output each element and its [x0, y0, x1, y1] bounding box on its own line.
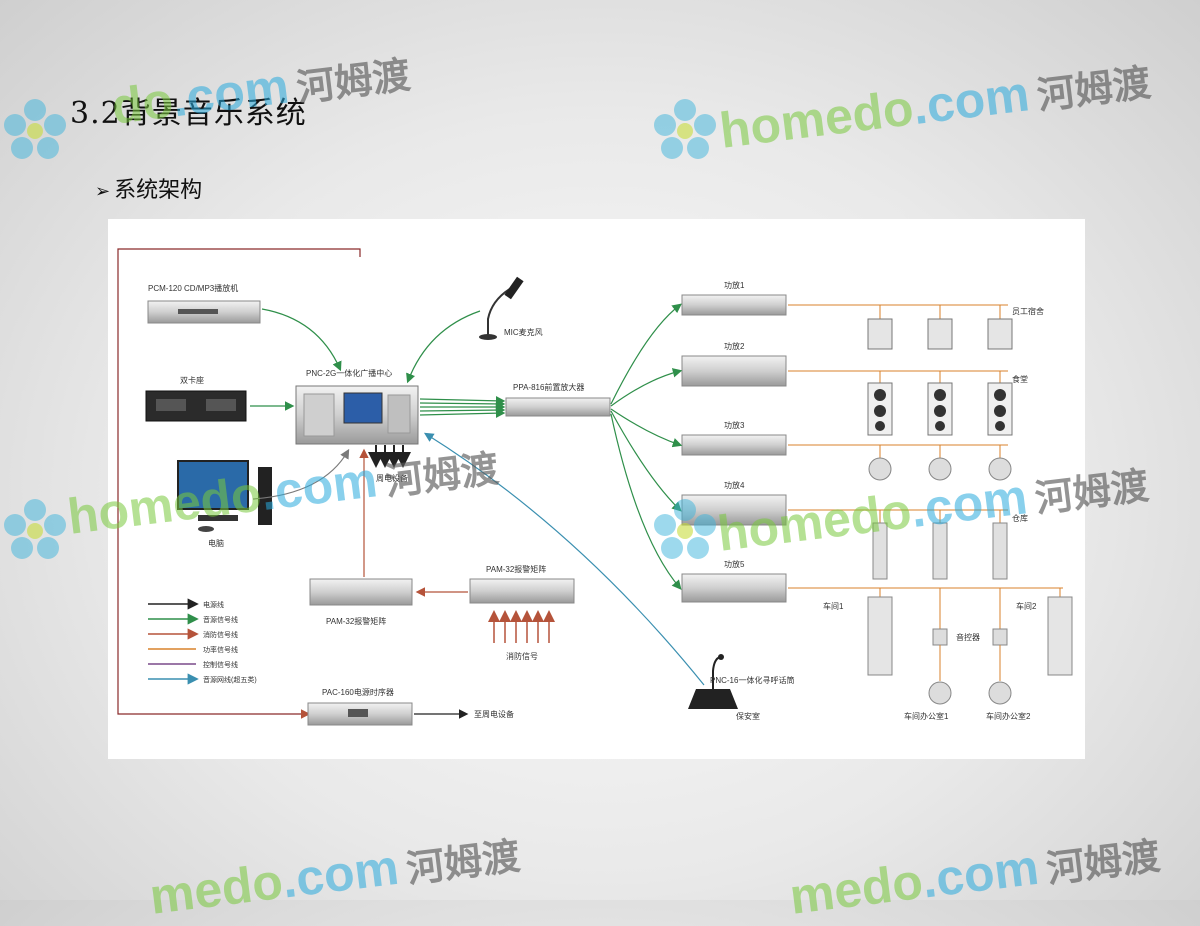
zone-ceiling	[788, 444, 1012, 481]
diagram-svg: PCM-120 CD/MP3播放机 双卡座 电脑 PNC-2G一体化广播中心 M…	[117, 248, 1073, 726]
svg-text:电源线: 电源线	[203, 600, 224, 609]
watermark: medo.com河姆渡	[146, 835, 523, 925]
legend-item: 音源网线(超五类)	[148, 673, 257, 685]
canteen-label: 食堂	[1012, 374, 1028, 384]
computer: 电脑	[177, 460, 272, 548]
svg-text:功放5: 功放5	[724, 559, 745, 569]
alarm-left-label: PAM-32报警矩阵	[326, 616, 386, 626]
svg-text:功放2: 功放2	[724, 341, 745, 351]
dual-deck: 双卡座	[145, 375, 247, 422]
cd-player-label: PCM-120 CD/MP3播放机	[148, 283, 238, 293]
mic-label: MIC麦克风	[504, 327, 543, 337]
svg-text:功放1: 功放1	[724, 280, 745, 290]
bullet-item: ➢系统架构	[95, 172, 202, 204]
zone-dorm: 员工宿舍	[788, 304, 1044, 350]
svg-text:音源信号线: 音源信号线	[203, 615, 238, 624]
svg-text:控制信号线: 控制信号线	[203, 660, 238, 669]
alarm-matrix-left: PAM-32报警矩阵	[309, 578, 413, 626]
legend-item: 控制信号线	[148, 660, 238, 669]
flower-logo-icon	[4, 99, 66, 159]
alarm-matrix-right: PAM-32报警矩阵	[469, 564, 575, 604]
cd-to-center-line	[261, 308, 342, 372]
legend-item: 功率信号线	[148, 645, 238, 654]
watermark: homedo.com河姆渡	[716, 62, 1154, 159]
pc-to-center-line	[252, 448, 350, 500]
broadcast-center: PNC-2G一体化广播中心	[295, 368, 419, 445]
fire-signal-arrows: 消防信号	[488, 610, 555, 661]
preamp-to-amps	[610, 303, 683, 590]
system-diagram: PCM-120 CD/MP3播放机 双卡座 电脑 PNC-2G一体化广播中心 M…	[108, 219, 1085, 759]
volume-label: 音控器	[956, 632, 980, 642]
mic: MIC麦克风	[479, 276, 543, 340]
svg-text:音源网线(超五类): 音源网线(超五类)	[203, 675, 257, 684]
flower-logo-icon	[654, 99, 716, 159]
computer-label: 电脑	[208, 538, 224, 548]
bullet-label: 系统架构	[114, 178, 203, 203]
watermark: medo.com河姆渡	[786, 835, 1163, 925]
legend-item: 音源信号线	[148, 613, 238, 625]
workshop1-label: 车间1	[823, 601, 844, 611]
amp-2: 功放2	[681, 341, 787, 387]
preamp-label: PPA-816前置放大器	[513, 382, 584, 392]
aux-label: 周电设备	[376, 473, 408, 483]
mic-to-center-line	[406, 310, 481, 384]
paging-label: PNC-16一体化寻呼话筒	[710, 675, 794, 685]
arrow-bullet-icon: ➢	[95, 181, 111, 202]
sequencer-label: PAC-160电源时序器	[322, 687, 394, 697]
warehouse-label: 仓库	[1012, 513, 1028, 523]
sequencer: PAC-160电源时序器	[307, 687, 413, 726]
amp-1: 功放1	[681, 280, 787, 316]
dual-deck-label: 双卡座	[180, 375, 204, 385]
fire-signal-label: 消防信号	[506, 651, 538, 661]
center-label: PNC-2G一体化广播中心	[306, 368, 392, 378]
page-title: 3.2背景音乐系统	[70, 96, 307, 131]
office1-label: 车间办公室1	[904, 711, 949, 721]
amp-3: 功放3	[681, 420, 787, 456]
preamp: PPA-816前置放大器	[505, 382, 611, 417]
legend: 电源线 音源信号线 消防信号线 功率信号线 控制信号线 音源网线(超五类)	[148, 598, 257, 685]
zone-workshop: 车间1 车间2 音控器 车间办公室1 车间办公室2	[788, 587, 1073, 721]
svg-text:功率信号线: 功率信号线	[203, 645, 238, 654]
svg-text:功放3: 功放3	[724, 420, 745, 430]
aux-outputs: 周电设备	[368, 445, 411, 483]
security-label: 保安室	[736, 711, 760, 721]
power-loop-line	[117, 248, 361, 719]
legend-item: 电源线	[148, 598, 224, 610]
paging-to-center-line	[423, 432, 705, 686]
svg-text:功放4: 功放4	[724, 480, 745, 490]
zone-warehouse: 仓库	[788, 509, 1028, 580]
dorm-label: 员工宿舍	[1012, 306, 1044, 316]
paging-mic: PNC-16一体化寻呼话筒 保安室	[688, 654, 794, 721]
zone-canteen: 食堂	[788, 370, 1028, 436]
flower-logo-icon	[4, 499, 66, 559]
legend-item: 消防信号线	[148, 628, 238, 640]
workshop2-label: 车间2	[1016, 601, 1037, 611]
office2-label: 车间办公室2	[986, 711, 1031, 721]
amp-4: 功放4	[681, 480, 787, 526]
cd-player: PCM-120 CD/MP3播放机	[147, 283, 261, 324]
sequencer-out-label: 至周电设备	[474, 709, 514, 719]
alarm-right-label: PAM-32报警矩阵	[486, 564, 546, 574]
amp-5: 功放5	[681, 559, 787, 603]
center-preamp-bundle	[419, 396, 506, 418]
svg-text:消防信号线: 消防信号线	[203, 630, 238, 639]
